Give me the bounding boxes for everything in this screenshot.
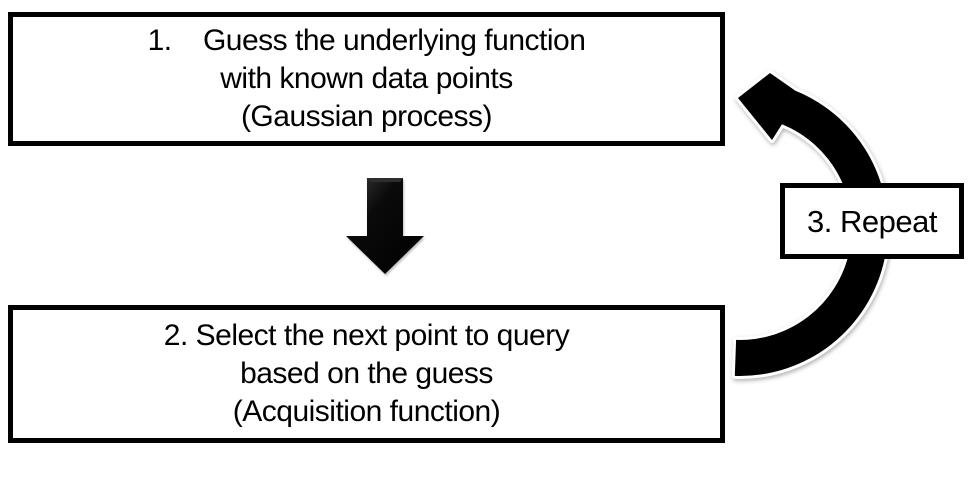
step2-line-2: based on the guess	[240, 357, 493, 390]
down-arrow-icon	[346, 178, 424, 274]
step3-label: 3. Repeat	[807, 203, 937, 239]
curved-counterclockwise-arrow-icon	[731, 70, 891, 379]
step3-box: 3. Repeat	[780, 183, 964, 259]
step1-line-1: 1. Guess the underlying function	[147, 24, 586, 57]
step1-box: 1. Guess the underlying function with kn…	[8, 12, 725, 146]
step1-line-3: (Gaussian process)	[240, 100, 493, 133]
step2-line-3: (Acquisition function)	[232, 395, 501, 428]
step2-box: 2. Select the next point to query based …	[8, 305, 725, 443]
step1-line-2: with known data points	[220, 62, 513, 95]
step2-line-1: 2. Select the next point to query	[163, 319, 570, 352]
